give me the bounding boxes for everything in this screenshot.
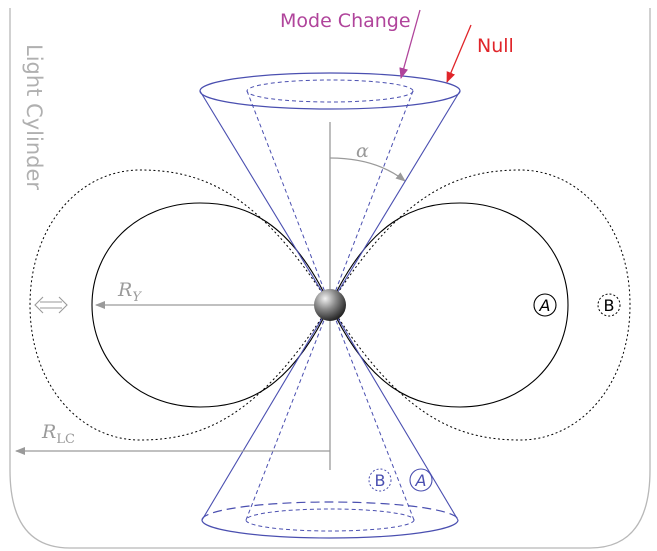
upper-inner-cone-edge-right (329, 90, 414, 306)
lower-inner-cone-rim (245, 508, 415, 532)
neutron-star-icon (314, 289, 346, 321)
marker-a-right: A (533, 293, 557, 317)
upper-inner-cone-rim (246, 79, 414, 103)
outer-field-line-left (29, 169, 331, 441)
lower-cone-rim-front (201, 519, 459, 539)
upper-cone-rim (199, 72, 461, 110)
null-label: Null (477, 35, 514, 57)
lower-cone-edge-left (201, 304, 331, 521)
null-arrow (446, 24, 472, 83)
rlc-label-main: R (41, 421, 56, 443)
marker-b-lower-label: B (375, 471, 386, 490)
rlc-label: RLC (41, 421, 75, 447)
ry-label-sub: Y (132, 290, 142, 305)
marker-b-lower: B (368, 468, 392, 492)
outer-field-line-right (329, 169, 631, 441)
upper-inner-cone-edge-left (246, 90, 331, 306)
marker-a-lower-label: A (415, 471, 427, 490)
lower-cone-edge-right (329, 304, 459, 521)
upper-cone-edge-left (199, 90, 331, 306)
upper-cone-edge-right (329, 90, 461, 306)
light-cylinder-boundary (9, 8, 651, 549)
rlc-label-sub: LC (56, 432, 75, 447)
alpha-angle-arc (329, 157, 406, 182)
alpha-label: α (356, 140, 369, 162)
marker-b-right-label: B (604, 296, 615, 315)
lower-cone-rim-back (201, 501, 459, 521)
lower-inner-cone-edge-left (245, 304, 331, 521)
double-arrow-icon (34, 296, 68, 314)
mode-change-label: Mode Change (280, 10, 411, 32)
marker-b-right: B (597, 293, 621, 317)
ry-label-main: R (117, 279, 132, 301)
marker-a-right-label: A (539, 296, 551, 315)
lower-inner-cone-edge-right (329, 304, 415, 521)
ry-label: RY (117, 279, 142, 305)
mode-change-arrow (399, 9, 421, 79)
marker-a-lower: A (409, 468, 433, 492)
inner-field-line-left (91, 202, 331, 408)
inner-field-line-right (329, 202, 569, 408)
light-cylinder-label: Light Cylinder (22, 44, 46, 190)
